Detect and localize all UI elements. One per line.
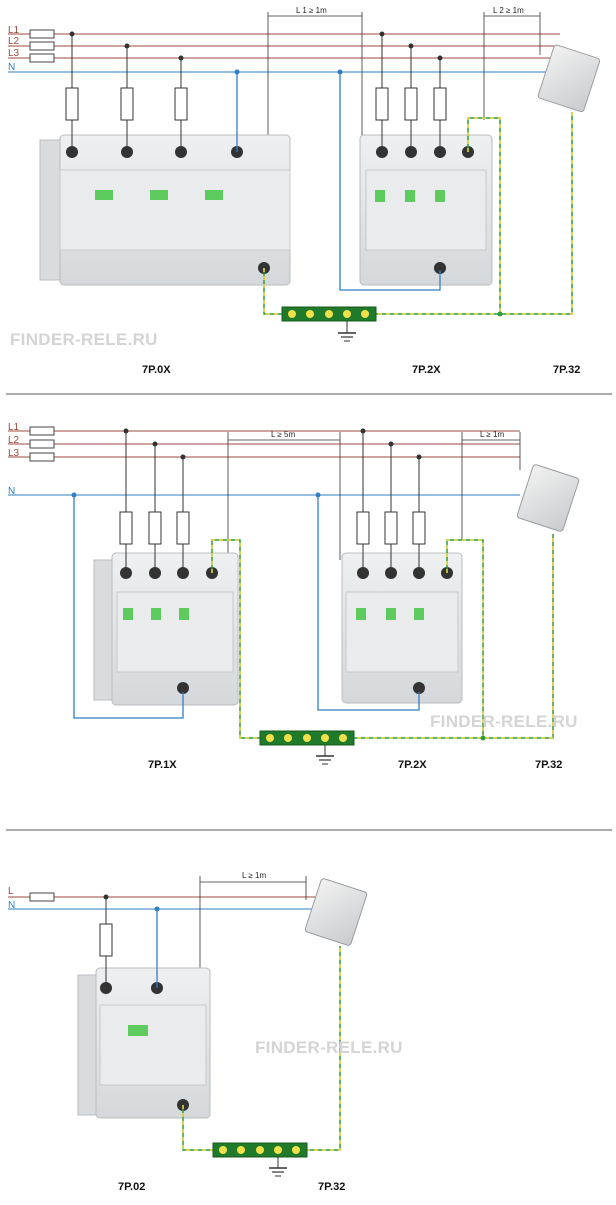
main-fuse-l3-d2 (29, 452, 55, 462)
dimension-l2-label: L 2 ≥ 1m (493, 6, 524, 15)
dimension-l-1m-d3: L ≥ 1m (199, 871, 307, 1010)
model-label-7p0x: 7P.0X (142, 364, 171, 376)
line-label-l2: L2 (8, 36, 20, 47)
diagram-2: L1 L2 L3 N L ≥ 5m L ≥ 1m (8, 422, 580, 771)
model-label-7p2x-a: 7P.2X (412, 364, 441, 376)
spd-module-7p1x (93, 552, 239, 706)
spd-module-7p0x (39, 134, 291, 286)
main-fuse-l1-d2 (29, 426, 55, 436)
dimension-l1-label: L 1 ≥ 1m (296, 6, 327, 15)
watermark-2: FINDER-RELE.RU (430, 712, 578, 731)
dimension-l-1m-d2: L ≥ 1m (461, 430, 521, 540)
dimension-l-1m-d3-label: L ≥ 1m (242, 871, 266, 880)
line-label-l1-d2: L1 (8, 422, 20, 433)
line-label-l-d3: L (8, 886, 14, 897)
model-label-7p2x-b: 7P.2X (398, 759, 427, 771)
spd-module-7p32-a (537, 44, 601, 113)
ground-bar-2 (259, 730, 355, 765)
line-label-l3: L3 (8, 48, 20, 59)
spd-module-7p32-b (516, 464, 580, 532)
ground-bar-1 (281, 306, 377, 342)
dimension-l-5m: L ≥ 5m (227, 430, 341, 560)
pe-wiring-2 (211, 534, 554, 741)
model-label-7p02: 7P.02 (118, 1181, 145, 1193)
diagram-3: L N L ≥ 1m (8, 871, 403, 1193)
line-label-l1: L1 (8, 25, 20, 36)
line-label-n: N (8, 62, 15, 73)
model-label-7p32-b: 7P.32 (535, 759, 562, 771)
spd-module-7p32-c (304, 878, 368, 946)
line-label-n-d3: N (8, 900, 15, 911)
spd-module-7p2x-a (359, 134, 493, 286)
line-label-l3-d2: L3 (8, 448, 20, 459)
phase-drops-7p2x-b (315, 428, 426, 711)
spd-module-7p02 (77, 967, 211, 1119)
main-fuse-l2 (29, 41, 55, 51)
ground-bar-3 (212, 1142, 308, 1177)
model-label-7p32-c: 7P.32 (318, 1181, 345, 1193)
main-fuse-l-d3 (29, 892, 55, 902)
dimension-l-5m-label: L ≥ 5m (271, 430, 295, 439)
pe-wiring-1 (263, 112, 573, 317)
model-label-7p1x: 7P.1X (148, 759, 177, 771)
dimension-l2: L 2 ≥ 1m (483, 6, 541, 120)
phase-drops-7p2x-a (337, 31, 447, 291)
spd-module-7p2x-b (341, 552, 463, 704)
main-fuse-l2-d2 (29, 439, 55, 449)
model-label-7p32-a: 7P.32 (553, 364, 580, 376)
dimension-l-1m-d2-label: L ≥ 1m (480, 430, 504, 439)
diagram-1: L1 L2 L3 N L 1 ≥ 1m L 2 ≥ 1m (8, 6, 601, 376)
line-label-n-d2: N (8, 486, 15, 497)
main-fuse-l3 (29, 53, 55, 63)
watermark-3: FINDER-RELE.RU (255, 1038, 403, 1057)
phase-drops-7p0x (65, 31, 240, 152)
phase-drops-7p02 (99, 894, 160, 988)
line-label-l2-d2: L2 (8, 435, 20, 446)
phase-drops-7p1x (71, 428, 190, 719)
main-fuse-l1 (29, 29, 55, 39)
watermark-1: FINDER-RELE.RU (10, 330, 158, 349)
